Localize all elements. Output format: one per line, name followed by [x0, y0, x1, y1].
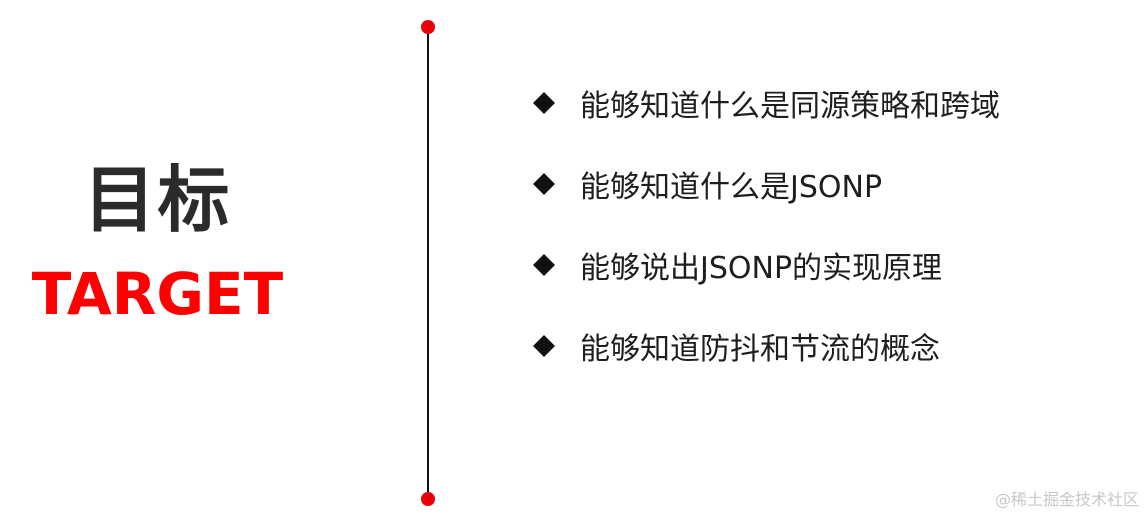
diamond-icon	[532, 172, 556, 196]
divider-top-dot	[421, 20, 435, 34]
vertical-divider	[427, 27, 429, 499]
diamond-icon	[532, 91, 556, 115]
goal-item: 能够知道防抖和节流的概念	[532, 321, 1092, 371]
goal-text: 能够知道防抖和节流的概念	[580, 332, 940, 367]
title-english: TARGET	[31, 260, 284, 328]
watermark: @稀土掘金技术社区	[994, 490, 1139, 509]
goal-text: 能够说出JSONP的实现原理	[580, 251, 943, 286]
goal-item: 能够说出JSONP的实现原理	[532, 240, 1092, 290]
diamond-icon	[532, 334, 556, 358]
title-chinese: 目标	[83, 158, 232, 242]
goal-text: 能够知道什么是同源策略和跨域	[580, 89, 1000, 124]
diamond-icon	[532, 253, 556, 277]
divider-bottom-dot	[421, 492, 435, 506]
goal-item: 能够知道什么是JSONP	[532, 159, 1092, 209]
goal-text: 能够知道什么是JSONP	[580, 170, 883, 205]
title-block: 目标 TARGET	[0, 150, 315, 330]
goal-item: 能够知道什么是同源策略和跨域	[532, 78, 1092, 128]
goals-list: 能够知道什么是同源策略和跨域 能够知道什么是JSONP 能够说出JSONP的实现…	[532, 78, 1092, 402]
